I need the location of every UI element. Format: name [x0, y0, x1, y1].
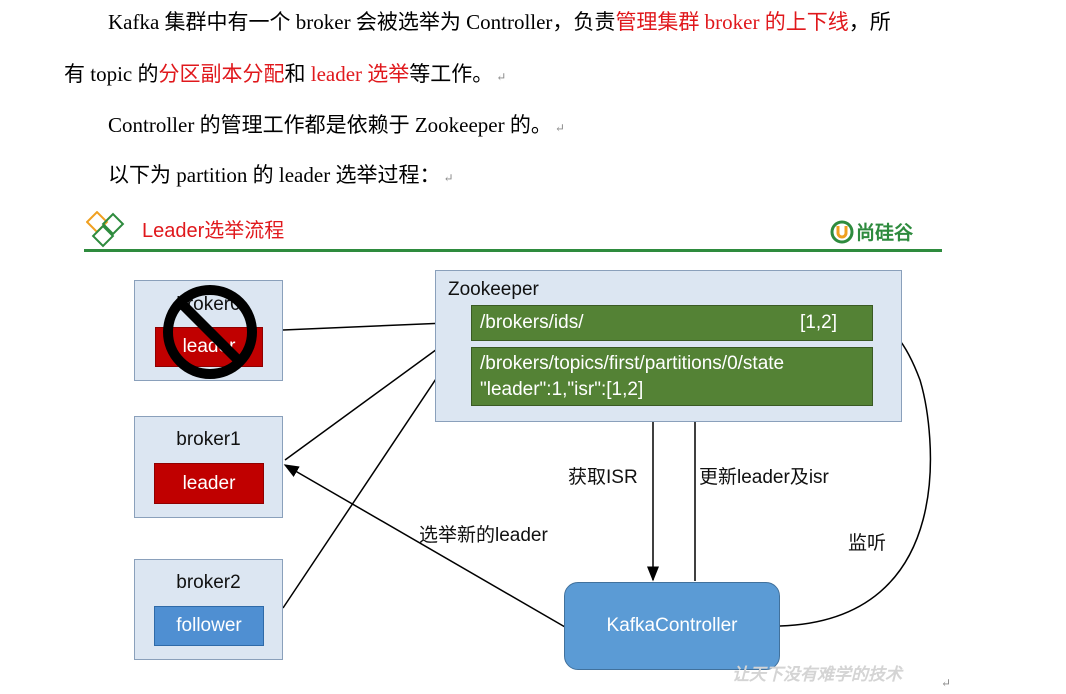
zookeeper-title: Zookeeper: [448, 279, 539, 300]
zk-ids-node[interactable]: /brokers/ids/ [1,2]: [471, 305, 873, 341]
para2-highlight-2: leader 选举: [310, 62, 410, 86]
para2-text: 有 topic 的: [64, 62, 159, 86]
end-return-mark: ↵: [941, 676, 952, 690]
brand-name: 尚硅谷: [856, 223, 914, 244]
paragraph-1: Kafka 集群中有一个 broker 会被选举为 Controller，负责管…: [108, 8, 891, 36]
broker0-box[interactable]: broker0 leader: [134, 280, 283, 381]
broker2-box[interactable]: broker2 follower: [134, 559, 283, 660]
arrow-controller-to-broker1: [283, 464, 566, 628]
label-update-leader-isr: 更新leader及isr: [699, 467, 829, 488]
return-mark: ↵: [554, 121, 565, 135]
para4-text: 以下为 partition 的 leader 选举过程：: [108, 163, 441, 187]
label-elect-new-leader: 选举新的leader: [419, 525, 548, 546]
zk-ids-path: /brokers/ids/: [480, 312, 584, 333]
paragraph-2: 有 topic 的分区副本分配和 leader 选举等工作。↵: [64, 60, 506, 91]
watermark-text: 让天下没有难学的技术: [732, 665, 902, 684]
para1-tail: ，所: [848, 10, 891, 34]
return-mark: ↵: [443, 171, 454, 185]
zk-state-value: "leader":1,"isr":[1,2]: [480, 379, 644, 400]
para3-text: Controller 的管理工作都是依赖于 Zookeeper 的。: [108, 113, 552, 137]
label-get-isr: 获取ISR: [568, 467, 638, 488]
diamond-logo-icon: [86, 211, 125, 248]
broker1-name: broker1: [176, 429, 241, 450]
return-mark: ↵: [496, 70, 507, 84]
broker1-leader-tag: leader: [154, 463, 264, 504]
para1-text: Kafka 集群中有一个 broker 会被选举为 Controller，负责: [108, 10, 616, 34]
broker2-follower-tag: follower: [154, 606, 264, 646]
broker1-box[interactable]: broker1 leader: [134, 416, 283, 518]
header-divider: [84, 249, 942, 252]
para2-highlight-1: 分区副本分配: [158, 62, 285, 86]
prohibited-icon: [163, 285, 257, 379]
kafka-controller-box[interactable]: KafkaController: [564, 582, 780, 670]
para2-and: 和: [284, 62, 311, 86]
paragraph-3: Controller 的管理工作都是依赖于 Zookeeper 的。↵: [108, 111, 565, 142]
label-watch: 监听: [848, 533, 887, 554]
zk-state-node[interactable]: /brokers/topics/first/partitions/0/state…: [471, 347, 873, 406]
brand-logo: 尚硅谷: [830, 218, 913, 245]
kafka-controller-label: KafkaController: [606, 615, 738, 636]
para1-highlight: 管理集群 broker 的上下线: [615, 10, 849, 34]
paragraph-4: 以下为 partition 的 leader 选举过程：↵: [108, 161, 454, 192]
para2-tail: 等工作。: [409, 62, 494, 86]
zookeeper-box[interactable]: Zookeeper /brokers/ids/ [1,2] /brokers/t…: [435, 270, 902, 422]
brand-u-icon: [830, 220, 854, 243]
zk-ids-value: [1,2]: [800, 312, 837, 333]
broker2-name: broker2: [176, 572, 241, 593]
diagram-title: Leader选举流程: [142, 220, 285, 242]
zk-state-path: /brokers/topics/first/partitions/0/state: [480, 353, 785, 374]
